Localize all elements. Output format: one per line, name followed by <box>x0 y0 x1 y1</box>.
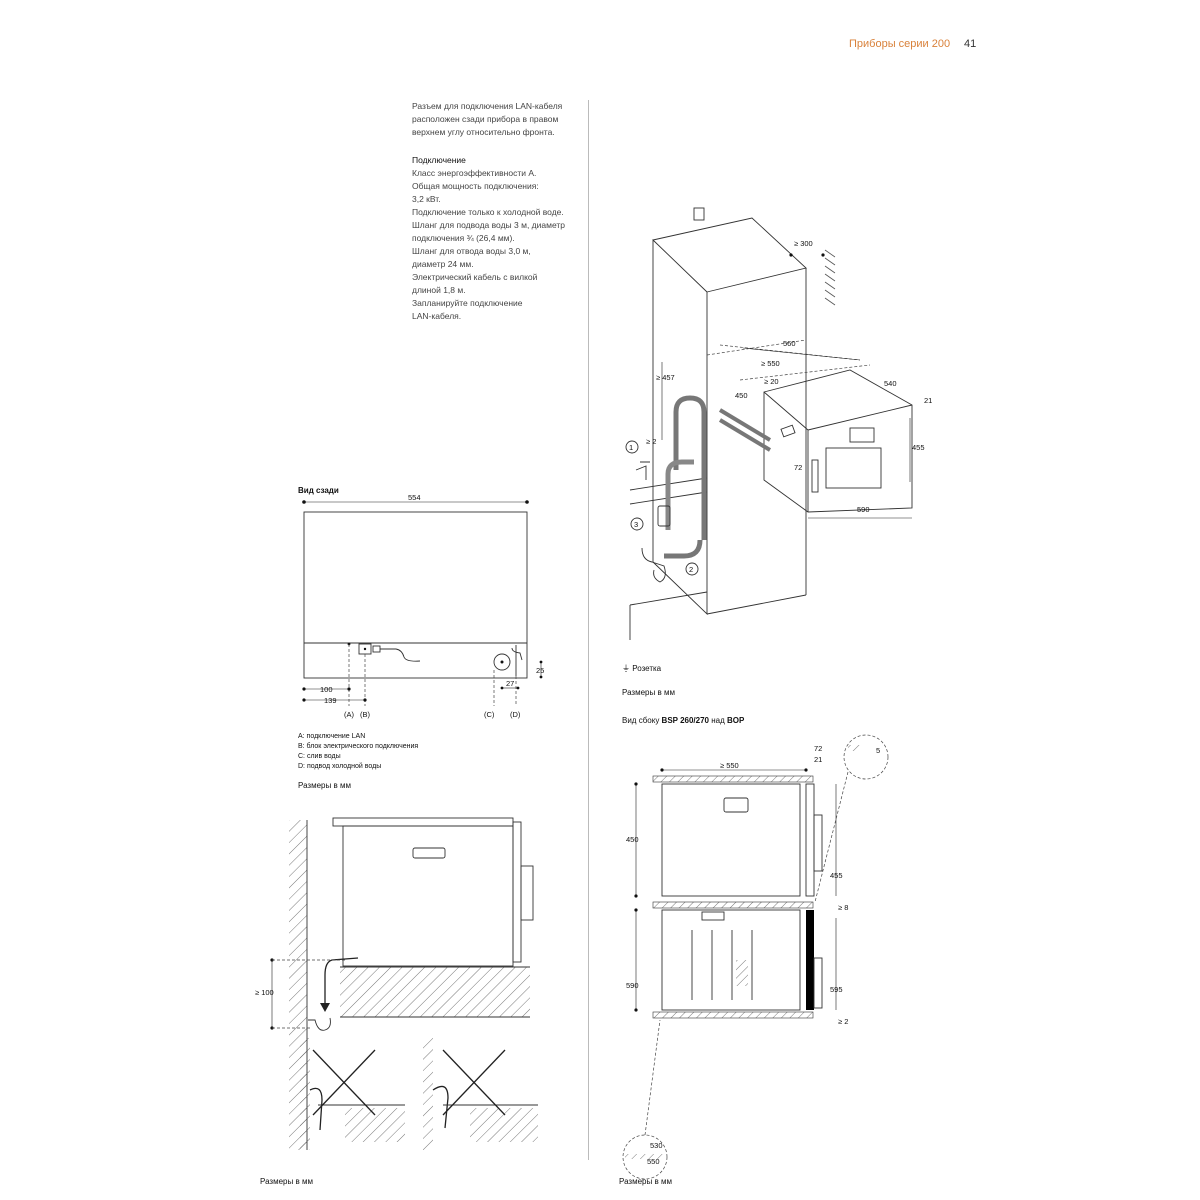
callout-1: 1 <box>629 443 633 452</box>
dim-455-side: 455 <box>830 871 843 880</box>
dim-5-side: 5 <box>876 746 880 755</box>
marker-c: (C) <box>484 710 495 719</box>
connection-section: Подключение Класс энергоэффективности A.… <box>412 154 587 323</box>
dim-ge457: ≥ 457 <box>656 373 675 382</box>
rear-view-title: Вид сзади <box>298 486 339 495</box>
dim-21: 21 <box>924 396 932 405</box>
side-title-model: BSP 260/270 <box>661 716 709 725</box>
section-title: Приборы серии 200 <box>849 38 951 50</box>
socket-icon: ⏚ <box>622 664 630 673</box>
dim-595-side: 595 <box>830 985 843 994</box>
dim-ge2: ≥ 2 <box>646 437 656 446</box>
page-number: 41 <box>964 38 977 50</box>
connection-line: Электрический кабель с вилкой <box>412 272 538 282</box>
side-units-note: Размеры в мм <box>619 1177 672 1186</box>
connection-line: подключения ¾ (26,4 мм). <box>412 233 515 243</box>
side-view-title: Вид сбоку BSP 260/270 над BOP <box>622 716 744 725</box>
dim-25: 25 <box>536 666 544 675</box>
drain-units-note: Размеры в мм <box>260 1177 313 1186</box>
dim-ge100: ≥ 100 <box>255 988 274 997</box>
callout-2: 2 <box>689 565 693 574</box>
column-divider <box>588 100 589 1160</box>
connection-line: Шланг для подвода воды 3 м, диаметр <box>412 220 566 230</box>
lan-intro-text: Разъем для подключения LAN-кабеля распол… <box>412 100 587 139</box>
dim-21-side: 21 <box>814 755 822 764</box>
dim-530-side: 530 <box>650 1141 663 1150</box>
marker-b: (B) <box>360 710 371 719</box>
dim-554: 554 <box>408 493 421 502</box>
dim-ge550-side: ≥ 550 <box>720 761 739 770</box>
legend-item: A: подключение LAN <box>298 733 366 740</box>
side-title-model2: BOP <box>726 716 745 725</box>
connection-line: Общая мощность подключения: <box>412 181 539 191</box>
dim-ge20: ≥ 20 <box>764 377 779 386</box>
marker-d: (D) <box>510 710 521 719</box>
socket-legend: ⏚ Розетка <box>622 663 661 674</box>
dim-100: 100 <box>320 685 333 694</box>
socket-label: Розетка <box>632 664 662 673</box>
intro-line: Разъем для подключения LAN-кабеля <box>412 101 563 111</box>
legend-item: B: блок электрического подключения <box>298 743 419 750</box>
dim-139: 139 <box>324 696 337 705</box>
connection-line: LAN-кабеля. <box>412 311 462 321</box>
connection-line: Шланг для отвода воды 3,0 м, <box>412 246 531 256</box>
callout-3: 3 <box>634 520 638 529</box>
side-title-mid: над <box>709 716 727 725</box>
dim-72-side: 72 <box>814 744 822 753</box>
rear-units-note: Размеры в мм <box>298 781 351 790</box>
connection-line: Запланируйте подключение <box>412 298 523 308</box>
connection-line: длиной 1,8 м. <box>412 285 466 295</box>
legend-item: D: подвод холодной воды <box>298 763 382 770</box>
intro-line: расположен сзади прибора в правом <box>412 114 559 124</box>
legend-item: C: слив воды <box>298 753 341 760</box>
dim-450-side: 450 <box>626 835 639 844</box>
dim-450: 450 <box>735 391 748 400</box>
dim-560: 560 <box>783 339 796 348</box>
dim-ge8-side: ≥ 8 <box>838 903 848 912</box>
side-title-prefix: Вид сбоку <box>622 716 662 725</box>
marker-a: (A) <box>344 710 355 719</box>
dim-ge300: ≥ 300 <box>794 239 813 248</box>
dim-ge550: ≥ 550 <box>761 359 780 368</box>
dim-550b-side: 550 <box>647 1157 660 1166</box>
dim-72: 72 <box>794 463 802 472</box>
dim-27: 27 <box>506 679 514 688</box>
rear-view-legend: A: подключение LAN B: блок электрическог… <box>298 732 418 772</box>
dim-ge2-side: ≥ 2 <box>838 1017 848 1026</box>
dim-455: 455 <box>912 443 925 452</box>
connection-line: Подключение только к холодной воде. <box>412 207 564 217</box>
connection-heading: Подключение <box>412 155 466 165</box>
connection-line: 3,2 кВт. <box>412 194 441 204</box>
dim-590: 590 <box>857 505 870 514</box>
connection-line: диаметр 24 мм. <box>412 259 474 269</box>
dim-590-side: 590 <box>626 981 639 990</box>
intro-line: верхнем углу относительно фронта. <box>412 127 555 137</box>
dim-540: 540 <box>884 379 897 388</box>
install-units-note: Размеры в мм <box>622 688 675 697</box>
connection-line: Класс энергоэффективности A. <box>412 168 537 178</box>
